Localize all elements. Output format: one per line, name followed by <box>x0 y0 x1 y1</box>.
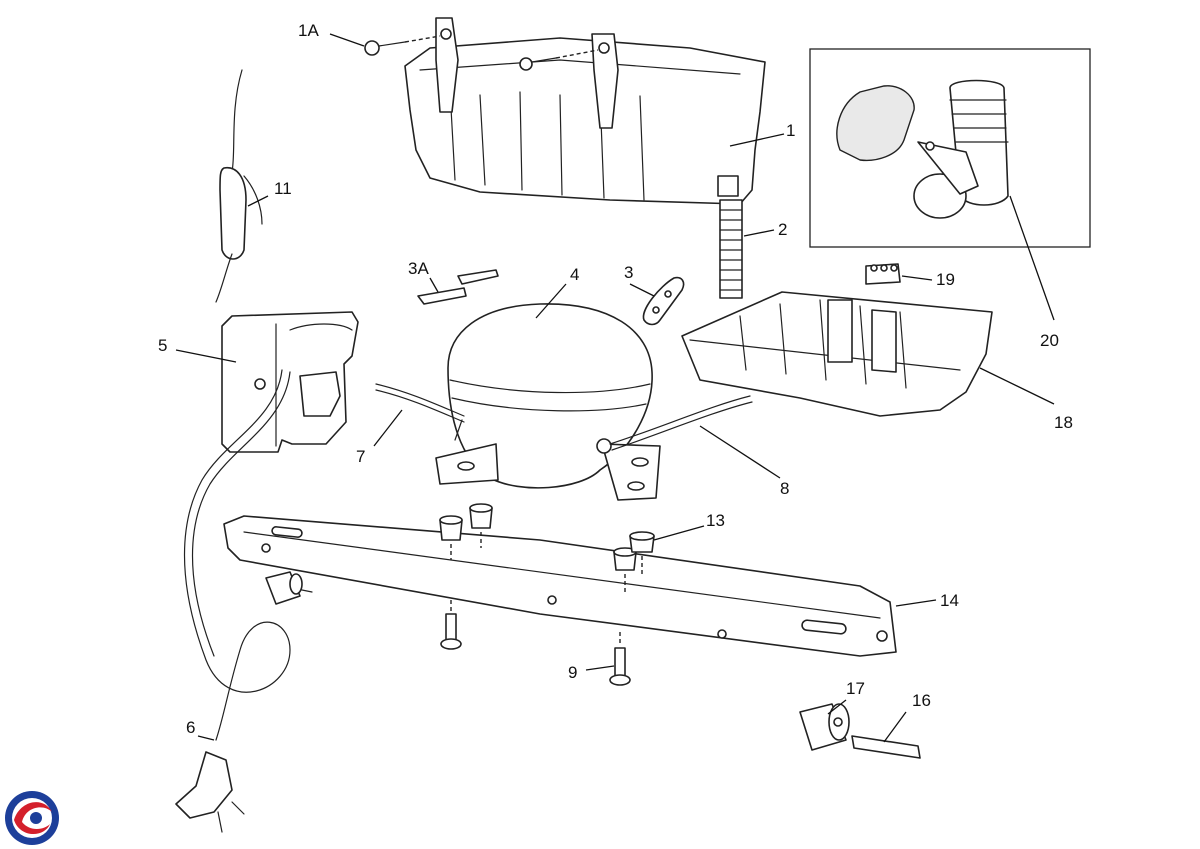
label-3: 3 <box>624 263 633 282</box>
part-number-labels: 1A 1 11 2 3A 4 3 19 20 5 18 7 8 13 14 9 … <box>158 21 1073 737</box>
label-14: 14 <box>940 591 959 610</box>
base-tray-part-18 <box>681 291 993 417</box>
bushing-part-17 <box>799 703 850 751</box>
terminal-block-part-19 <box>865 263 901 285</box>
base-rail-part-14 <box>223 515 897 657</box>
label-16: 16 <box>912 691 931 710</box>
shaft-part-16 <box>851 735 921 759</box>
pipe-part-7 <box>375 383 465 423</box>
inset-detail-part-20 <box>809 48 1091 248</box>
drain-hose-part-2 <box>719 199 743 299</box>
drip-tray-part-1 <box>404 17 766 205</box>
screw-part-1a <box>364 35 599 71</box>
label-8: 8 <box>780 479 789 498</box>
label-18: 18 <box>1054 413 1073 432</box>
label-5: 5 <box>158 336 167 355</box>
label-11: 11 <box>274 179 292 198</box>
compressor-part-4 <box>435 303 661 501</box>
clip-part-3a <box>417 269 499 305</box>
brand-logo <box>5 791 59 845</box>
pin-part-9 <box>440 600 631 686</box>
bracket-part-3 <box>642 276 685 326</box>
label-1a: 1A <box>298 21 319 40</box>
label-2: 2 <box>778 220 787 239</box>
power-cord-part-6 <box>175 369 291 833</box>
label-19: 19 <box>936 270 955 289</box>
label-20: 20 <box>1040 331 1059 350</box>
label-6: 6 <box>186 718 195 737</box>
grommet-part-13 <box>439 503 655 594</box>
spacer-bushing <box>265 571 313 605</box>
label-3a: 3A <box>408 259 429 278</box>
label-9: 9 <box>568 663 577 682</box>
label-17: 17 <box>846 679 865 698</box>
label-4: 4 <box>570 265 579 284</box>
label-1: 1 <box>786 121 795 140</box>
relay-box-part-5 <box>221 311 359 453</box>
pipe-part-8 <box>609 395 753 451</box>
wire-part-11 <box>215 69 263 303</box>
label-13: 13 <box>706 511 725 530</box>
label-7: 7 <box>356 447 365 466</box>
leader-lines <box>175 33 1055 743</box>
